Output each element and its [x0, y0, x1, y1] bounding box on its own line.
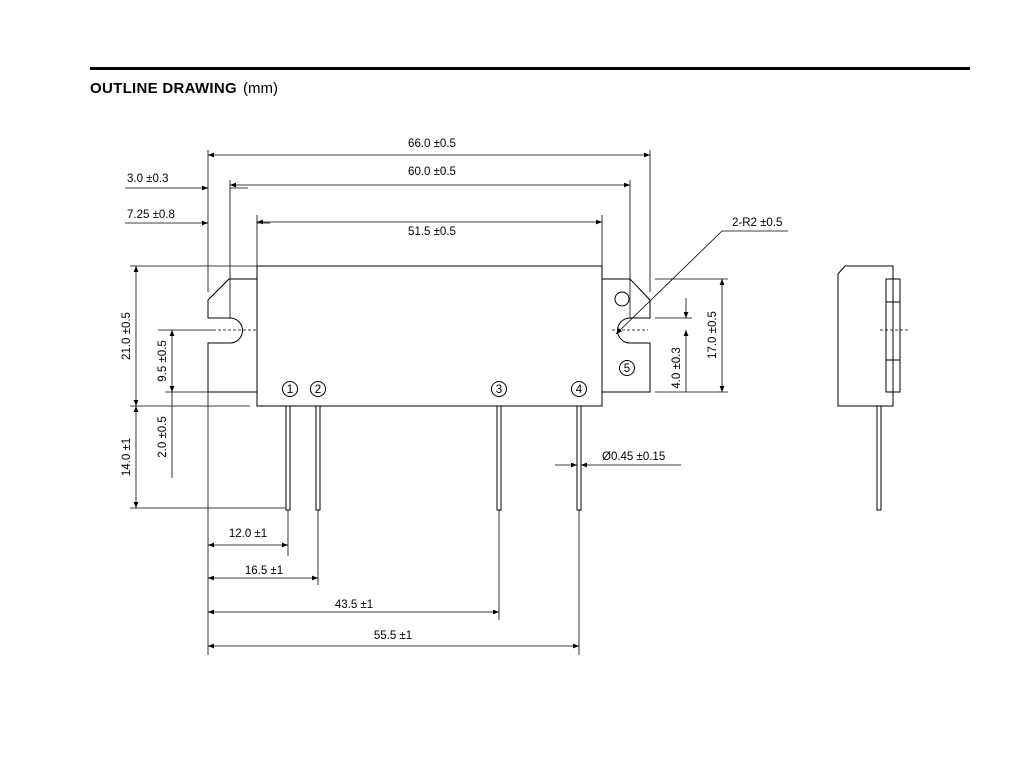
pin-3-label: 3: [491, 381, 507, 397]
svg-text:9.5 ±0.5: 9.5 ±0.5: [157, 340, 169, 381]
dim-60: 60.0 ±0.5: [230, 166, 630, 188]
svg-text:60.0 ±0.5: 60.0 ±0.5: [408, 166, 456, 178]
svg-text:1: 1: [287, 384, 293, 396]
svg-text:2.0 ±0.5: 2.0 ±0.5: [157, 416, 169, 457]
dim-2: 2.0 ±0.5: [157, 392, 173, 478]
svg-text:3.0 ±0.3: 3.0 ±0.3: [127, 173, 168, 185]
left-flange: [207, 278, 257, 393]
dim-3: 3.0 ±0.3: [125, 173, 248, 191]
dim-14: 14.0 ±1: [121, 406, 139, 508]
svg-text:51.5 ±0.5: 51.5 ±0.5: [408, 226, 456, 238]
pin-labels: 1 2 3 4 5: [282, 360, 635, 397]
dim-66: 66.0 ±0.5: [208, 138, 650, 158]
svg-text:16.5 ±1: 16.5 ±1: [245, 565, 283, 577]
svg-text:7.25 ±0.8: 7.25 ±0.8: [127, 209, 175, 221]
svg-text:4.0 ±0.3: 4.0 ±0.3: [671, 347, 683, 388]
page-title: OUTLINE DRAWING (mm): [90, 80, 278, 97]
dim-51-5: 51.5 ±0.5: [257, 219, 602, 238]
svg-text:2: 2: [315, 384, 321, 396]
svg-text:3: 3: [496, 384, 502, 396]
pin-4-label: 4: [571, 381, 587, 397]
dim-17: 17.0 ±0.5: [707, 279, 725, 392]
svg-text:21.0 ±0.5: 21.0 ±0.5: [121, 312, 133, 360]
dim-4: 4.0 ±0.3: [671, 298, 689, 392]
svg-text:17.0 ±0.5: 17.0 ±0.5: [707, 311, 719, 359]
side-view: [837, 265, 908, 511]
dim-12: 12.0 ±1: [208, 528, 288, 548]
package-body: [256, 265, 603, 407]
dim-9-5: 9.5 ±0.5: [157, 330, 175, 392]
unit-text: (mm): [243, 80, 278, 97]
svg-text:2-R2 ±0.5: 2-R2 ±0.5: [732, 217, 782, 229]
svg-text:4: 4: [576, 384, 583, 396]
pin-1-label: 1: [282, 381, 298, 397]
svg-text:66.0 ±0.5: 66.0 ±0.5: [408, 138, 456, 150]
svg-text:14.0 ±1: 14.0 ±1: [121, 438, 133, 476]
dim-radius: 2-R2 ±0.5: [615, 217, 788, 335]
svg-text:Ø0.45 ±0.15: Ø0.45 ±0.15: [602, 451, 665, 463]
title-text: OUTLINE DRAWING: [90, 80, 237, 97]
dim-7-25: 7.25 ±0.8: [125, 209, 270, 226]
leads: [285, 406, 582, 511]
right-flange: [602, 278, 651, 393]
dim-21: 21.0 ±0.5: [121, 266, 139, 406]
svg-text:55.5 ±1: 55.5 ±1: [374, 630, 412, 642]
pin-5-label: 5: [619, 360, 635, 376]
pin-2-label: 2: [310, 381, 326, 397]
dim-lead-dia: Ø0.45 ±0.15: [555, 451, 681, 468]
svg-text:12.0 ±1: 12.0 ±1: [229, 528, 267, 540]
header-rule: [90, 67, 970, 70]
dim-55-5: 55.5 ±1: [208, 630, 579, 649]
dim-16-5: 16.5 ±1: [208, 565, 318, 581]
svg-text:5: 5: [624, 363, 630, 375]
svg-text:43.5 ±1: 43.5 ±1: [335, 599, 373, 611]
dim-43-5: 43.5 ±1: [208, 599, 499, 615]
